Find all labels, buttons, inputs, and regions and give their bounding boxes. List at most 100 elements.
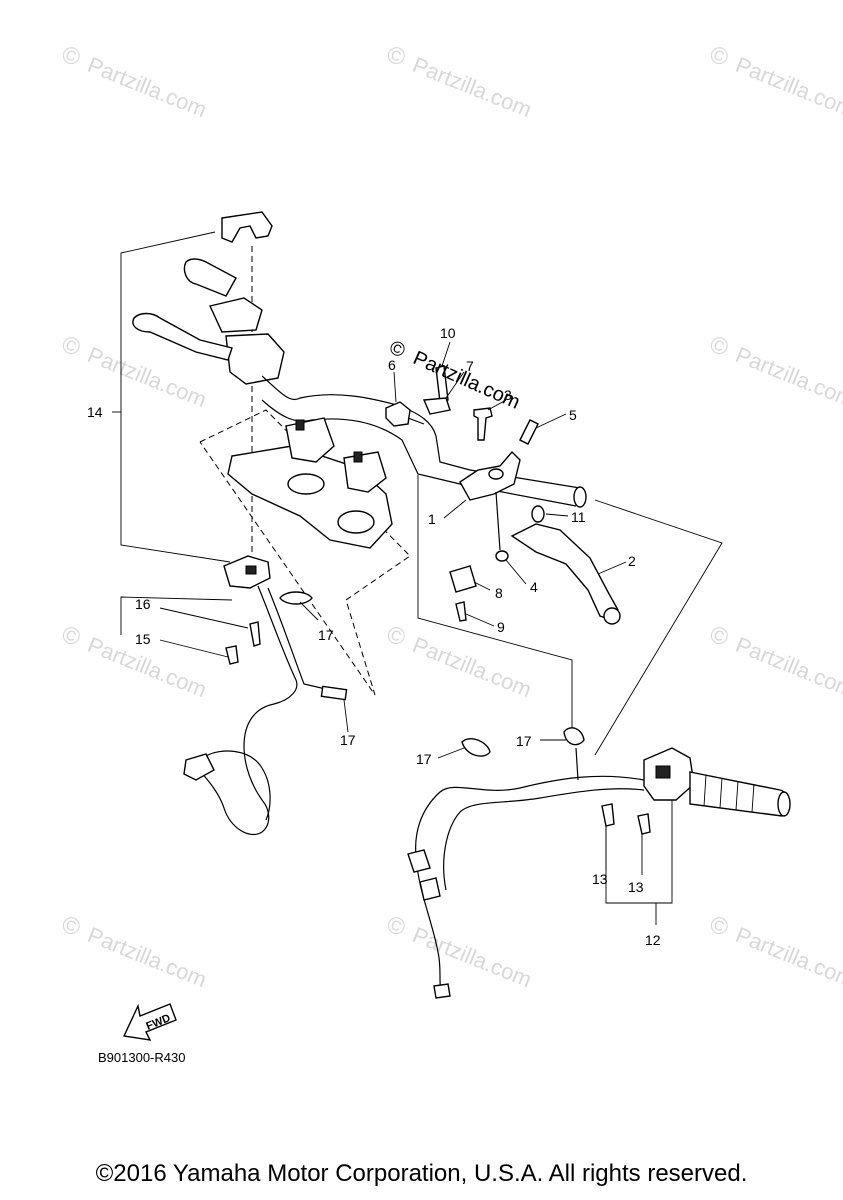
callout-13-a: 13 (592, 871, 608, 887)
part-11-collar (531, 505, 545, 523)
callout-10: 10 (440, 325, 456, 341)
bracket-14 (120, 231, 231, 563)
grip-end (777, 791, 791, 817)
partzilla-logo: © Partzilla.com (386, 336, 523, 413)
clamp-hole-right (337, 510, 375, 534)
leader-3 (487, 399, 507, 411)
part-17-band-right-a (461, 738, 491, 757)
leader-11 (545, 513, 569, 517)
watermark-text: Partzilla.com (84, 922, 210, 992)
callout-labels: 1 2 3 4 5 6 7 8 9 10 11 12 13 13 14 15 1… (87, 325, 661, 948)
callout-13-b: 13 (628, 879, 644, 895)
leader-9 (465, 613, 495, 627)
left-harness-loop (205, 750, 271, 821)
left-harness-wire (195, 585, 298, 836)
right-harness-wire (415, 775, 645, 993)
part-6-stem (407, 417, 425, 425)
watermark-symbol: © (706, 331, 733, 363)
callout-8: 8 (495, 585, 503, 601)
part-17-band-lower (320, 685, 348, 701)
grip-rib-1 (703, 774, 707, 807)
bracket-15-16 (120, 596, 233, 635)
watermark-text: Partzilla.com (84, 52, 210, 122)
handlebar-assembly (132, 211, 587, 549)
watermark-symbol: © (706, 41, 733, 73)
callout-16: 16 (135, 596, 151, 612)
leader-6 (393, 371, 397, 403)
bracket-16-leader (159, 607, 249, 629)
callout-14: 14 (87, 404, 103, 420)
grip-rib-4 (751, 783, 755, 813)
part-10-bolt (435, 365, 449, 403)
leader-4 (505, 559, 527, 585)
part-5-screw (519, 419, 539, 445)
callout-2: 2 (628, 553, 636, 569)
right-connector-end (433, 983, 451, 999)
part-17-band-right-b (563, 727, 585, 746)
callout-17-c: 17 (416, 751, 432, 767)
part-6-adjuster (385, 401, 411, 427)
right-lever-assembly (385, 341, 627, 627)
watermark-symbol: © (383, 621, 410, 653)
diagram-code: B901300-R430 (98, 1050, 185, 1065)
watermark-symbol: © (383, 41, 410, 73)
watermark-text: Partzilla.com (84, 342, 210, 412)
holder-bolt-b (353, 451, 363, 463)
part-1-bore (488, 468, 504, 480)
part-4-nut (495, 550, 509, 562)
callout-3: 3 (504, 387, 512, 403)
handlebar-end (573, 486, 587, 508)
grip-rib-2 (719, 777, 723, 809)
leader-17-upper (299, 601, 319, 621)
clamp-hole-left (287, 473, 325, 495)
watermark-symbol: © (58, 621, 85, 653)
callout-15: 15 (135, 631, 151, 647)
watermark-text: Partzilla.com (732, 632, 843, 702)
callout-11: 11 (571, 509, 586, 525)
part-2-lever-ball (603, 607, 621, 625)
left-switch-harness (183, 555, 349, 836)
watermark-text: Partzilla.com (409, 632, 535, 702)
callout-9: 9 (497, 619, 505, 635)
left-connector (183, 753, 215, 781)
left-switch-button (245, 565, 257, 575)
right-connector-b (419, 877, 441, 901)
part-15-screw (225, 645, 239, 665)
right-switch-button (655, 765, 671, 779)
right-harness-wire-b (443, 788, 645, 891)
fwd-arrow-icon (122, 1003, 177, 1041)
callout-5: 5 (569, 407, 577, 423)
watermark-layer: © Partzilla.com © Partzilla.com © Partzi… (58, 41, 843, 993)
part-7-clip (422, 397, 451, 415)
group-brackets (112, 231, 723, 925)
left-master-cylinder (225, 333, 285, 385)
right-switch-harness (407, 727, 791, 999)
watermark-symbol: © (58, 911, 85, 943)
right-connector-a (407, 849, 431, 873)
watermark-text: Partzilla.com (409, 922, 535, 992)
callout-17-b: 17 (340, 732, 356, 748)
callout-4: 4 (530, 579, 538, 595)
holder-bolt-a (295, 419, 305, 431)
leader-10 (441, 341, 451, 367)
left-grip (183, 258, 237, 297)
handlebar-holder-right (343, 451, 387, 493)
leader-17-right-a (437, 747, 465, 759)
leader-7 (445, 371, 465, 399)
part-4-axis (495, 491, 501, 551)
leader-2 (597, 561, 627, 575)
left-lever-perch (209, 297, 263, 333)
watermark-symbol: © (706, 911, 733, 943)
grip-rib-3 (735, 780, 739, 811)
callout-17-a: 17 (318, 627, 334, 643)
handlebar-tube-lower (261, 399, 577, 507)
bracket-lever-right (594, 499, 723, 756)
bracket-lever-assembly (417, 475, 573, 730)
callout-1: 1 (428, 511, 436, 527)
fwd-arrow: FWD (122, 1003, 177, 1041)
right-switch-lead (575, 747, 579, 781)
part-13-screw-a (601, 803, 615, 827)
part-3-bolt (473, 407, 493, 441)
watermark-symbol: © (383, 911, 410, 943)
